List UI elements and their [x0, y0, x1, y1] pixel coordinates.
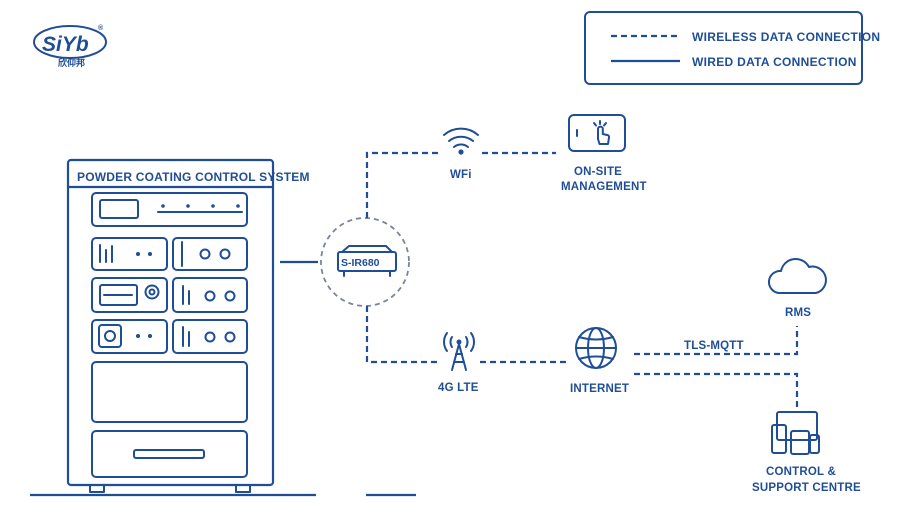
cabinet-module [172, 277, 248, 313]
module-dial [144, 284, 160, 300]
router-model-label: S-IR680 [341, 257, 380, 269]
lte-node: 4G LTE [438, 332, 479, 394]
wifi-label: WFi [450, 169, 472, 181]
module-knob [204, 331, 216, 343]
router-ring [320, 217, 410, 307]
wireless-link-router-wifi [365, 151, 440, 218]
touch-hand-icon [597, 125, 611, 145]
cabinet-display-screen [99, 199, 139, 219]
legend-wired-label: WIRED DATA CONNECTION [692, 55, 857, 69]
module-screen [99, 284, 138, 306]
onsite-management-node: ON-SITE MANAGEMENT [561, 114, 647, 193]
logo-chinese-text: 欣仰邦 [58, 57, 85, 68]
touch-ray [593, 122, 597, 127]
indicator-dot [148, 334, 152, 338]
tower-icon [451, 343, 467, 371]
tls-mqtt-label: TLS-MQTT [684, 340, 744, 352]
cabinet-blank-panel [91, 361, 248, 423]
indicator-dot [136, 252, 140, 256]
mobile-icon [809, 434, 820, 454]
globe-latitude [578, 336, 614, 341]
phone-icon [771, 424, 787, 454]
brand-logo: SiYb ® 欣仰邦 [33, 24, 107, 68]
cabinet-module [172, 319, 248, 354]
onsite-label-line1: ON-SITE [574, 166, 622, 178]
indicator-dot [186, 204, 190, 208]
module-dial-center [148, 288, 156, 296]
indicator-dot [211, 204, 215, 208]
internet-node: INTERNET [570, 327, 629, 395]
module-knob [199, 248, 211, 260]
wireless-link-internet-control [634, 372, 799, 408]
globe-latitude [578, 355, 614, 360]
legend-wireless-label: WIRELESS DATA CONNECTION [692, 30, 880, 44]
control-cabinet: POWDER COATING CONTROL SYSTEM [66, 158, 310, 493]
control-label-line1: CONTROL & [766, 466, 836, 478]
indicator-dot [148, 252, 152, 256]
control-support-node: CONTROL & SUPPORT CENTRE [752, 411, 861, 494]
onsite-label-line2: MANAGEMENT [561, 181, 647, 193]
router-body-icon [337, 251, 397, 272]
tower-signal-left [449, 336, 453, 348]
module-button [104, 330, 116, 342]
cabinet-drawer-handle [133, 449, 205, 459]
legend: WIRELESS DATA CONNECTION WIRED DATA CONN… [584, 11, 880, 85]
internet-label: INTERNET [570, 383, 629, 395]
control-label-line2: SUPPORT CENTRE [752, 482, 861, 494]
cabinet-top-panel [91, 192, 248, 227]
rms-node: RMS [767, 257, 827, 319]
tablet-small-icon [790, 430, 810, 455]
module-knob [224, 331, 236, 343]
indicator-dot [236, 204, 240, 208]
cabinet-module [91, 277, 168, 313]
wireless-link-internet-rms [634, 326, 799, 356]
tower-signal-right [465, 336, 469, 348]
rms-label: RMS [785, 307, 811, 319]
logo-swoosh-icon [33, 25, 107, 59]
wifi-arc-middle [448, 135, 474, 142]
tower-signal-right-outer [470, 332, 475, 352]
cabinet-module [172, 237, 248, 271]
cabinet-foot [235, 484, 251, 493]
wifi-node: WFi [443, 127, 479, 181]
wireless-link-router-lte [365, 306, 440, 364]
module-button-frame [98, 324, 122, 348]
lte-label: 4G LTE [438, 382, 479, 394]
cabinet-body [66, 158, 275, 487]
cabinet-foot [89, 484, 105, 493]
module-knob [204, 290, 216, 302]
tablet-icon [568, 114, 626, 152]
wifi-arc-inner [453, 143, 469, 148]
wifi-icon [458, 149, 464, 155]
cabinet-drawer [91, 430, 248, 478]
touch-ray [603, 122, 607, 127]
cloud-icon [767, 257, 827, 294]
module-knob [219, 248, 231, 260]
cabinet-module [91, 237, 168, 271]
indicator-dot [161, 204, 165, 208]
logo-registered-mark: ® [98, 24, 104, 32]
cabinet-title: POWDER COATING CONTROL SYSTEM [77, 170, 310, 184]
router-node: S-IR680 [320, 217, 410, 307]
wifi-arc-outer [443, 127, 479, 136]
cabinet-module [91, 319, 168, 354]
module-knob [224, 290, 236, 302]
legend-box [584, 11, 863, 85]
logo-text: SiYb [42, 33, 89, 56]
tower-signal-left-outer [443, 332, 448, 352]
tower-antenna [456, 339, 462, 345]
indicator-dot [136, 334, 140, 338]
